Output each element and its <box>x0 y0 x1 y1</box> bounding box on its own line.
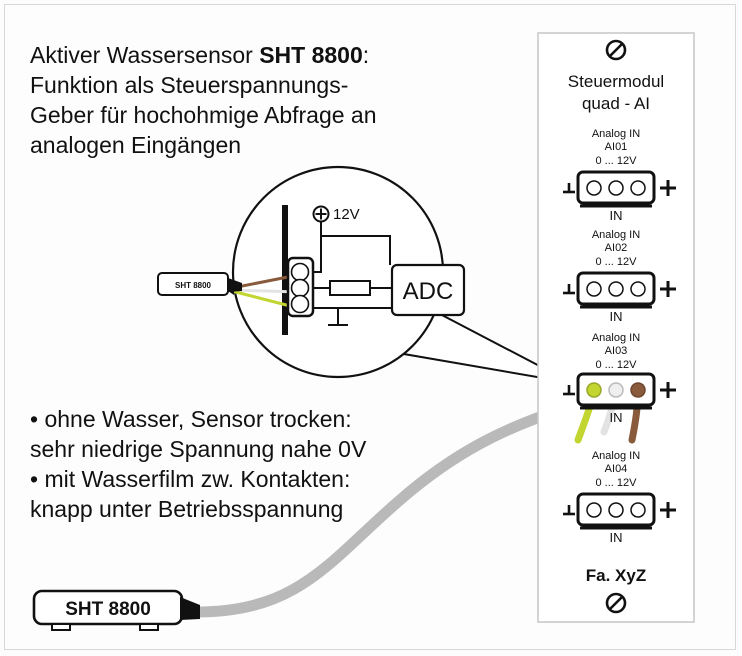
channel-range-label: 0 ... 12V <box>596 359 638 371</box>
headline-line-2: Funktion als Steuerspannungs- <box>30 72 349 98</box>
terminal-plus-symbol <box>660 502 676 518</box>
channel-range-label: 0 ... 12V <box>596 256 638 268</box>
terminal-contact-1[interactable] <box>586 281 602 297</box>
terminal-contact-3[interactable] <box>630 180 646 196</box>
channel-id-label: AI03 <box>605 345 628 357</box>
channel-ai02[interactable]: Analog IN AI02 0 ... 12V IN <box>563 229 676 324</box>
terminal-contact-2[interactable] <box>608 180 624 196</box>
detail-contact-middle <box>290 278 310 298</box>
terminal-contact-1[interactable] <box>586 382 602 398</box>
detail-contact-top <box>290 262 310 282</box>
adc-label: ADC <box>403 278 454 305</box>
terminal-contact-3[interactable] <box>630 281 646 297</box>
supply-voltage-label: 12V <box>333 206 360 223</box>
module-vendor-label: Fa. XyZ <box>586 566 646 585</box>
channel-kind-label: Analog IN <box>592 332 640 344</box>
headline-line-1: Aktiver Wassersensor SHT 8800: <box>30 40 500 70</box>
adc-block <box>390 263 466 317</box>
headline-text: Aktiver Wassersensor SHT 8800: Funktion … <box>30 40 500 160</box>
bullet-1-line-1: • ohne Wasser, Sensor trocken: <box>30 406 352 432</box>
channel-kind-label: Analog IN <box>592 450 640 462</box>
screw-bottom-icon <box>605 592 627 614</box>
bullet-text-block: • ohne Wasser, Sensor trocken: sehr nied… <box>30 404 480 524</box>
module-title-line-1: Steuermodul <box>568 72 664 91</box>
terminal-minus-symbol <box>563 183 575 194</box>
device-strain-relief <box>180 597 200 620</box>
terminal-minus-symbol <box>563 505 575 516</box>
channel-range-label: 0 ... 12V <box>596 477 638 489</box>
channel-range-label: 0 ... 12V <box>596 155 638 167</box>
resistor-symbol <box>329 280 371 296</box>
channel-kind-label: Analog IN <box>592 128 640 140</box>
device-foot-left <box>51 623 71 631</box>
channel-ai03[interactable]: Analog IN AI03 0 ... 12V IN <box>563 332 676 444</box>
terminal-plus-symbol <box>660 382 676 398</box>
detail-contact-bottom <box>290 294 310 314</box>
terminal-in-label: IN <box>610 208 623 223</box>
terminal-contact-2[interactable] <box>608 502 624 518</box>
channel-kind-label: Analog IN <box>592 229 640 241</box>
headline-product-name: SHT 8800 <box>259 42 363 68</box>
terminal-minus-symbol <box>563 385 575 396</box>
terminal-plus-symbol <box>660 281 676 297</box>
channel-id-label: AI02 <box>605 242 628 254</box>
channel-ai01[interactable]: Analog IN AI01 0 ... 12V IN <box>563 128 676 223</box>
terminal-contact-1[interactable] <box>586 502 602 518</box>
channel-id-label: AI04 <box>605 463 628 475</box>
device-label: SHT 8800 <box>65 599 151 620</box>
detail-sensor-label: SHT 8800 <box>175 281 212 290</box>
bullet-1-line-2: sehr niedrige Spannung nahe 0V <box>30 436 367 462</box>
terminal-contact-3[interactable] <box>630 382 646 398</box>
terminal-in-label: IN <box>610 530 623 545</box>
terminal-in-label: IN <box>610 410 623 425</box>
terminal-contact-3[interactable] <box>630 502 646 518</box>
terminal-minus-symbol <box>563 284 575 295</box>
sht-8800-device: SHT 8800 <box>32 589 200 631</box>
headline-line-1-prefix: Aktiver Wassersensor <box>30 42 260 68</box>
device-foot-right <box>139 623 159 631</box>
terminal-contact-2[interactable] <box>608 382 624 398</box>
wire-supply-rail-to-adc <box>321 235 391 265</box>
screw-top-icon <box>605 39 627 61</box>
sensor-cable <box>190 404 566 618</box>
headline-line-1-suffix: : <box>362 42 370 68</box>
terminal-plus-symbol <box>660 180 676 196</box>
detail-sensor-strain-relief <box>228 278 242 292</box>
detail-module-edge <box>282 205 288 335</box>
module-title-line-2: quad - AI <box>582 94 650 113</box>
channel-id-label: AI01 <box>605 141 628 153</box>
bullet-2-line-1: • mit Wasserfilm zw. Kontakten: <box>30 466 351 492</box>
terminal-contact-1[interactable] <box>586 180 602 196</box>
headline-line-4: analogen Eingängen <box>30 132 242 158</box>
terminal-in-label: IN <box>610 309 623 324</box>
bullet-2-line-2: knapp unter Betriebsspannung <box>30 496 344 522</box>
headline-line-3: Geber für hochohmige Abfrage an <box>30 102 377 128</box>
wire-supply-to-top-contact <box>313 222 322 273</box>
terminal-contact-2[interactable] <box>608 281 624 297</box>
channel-ai04[interactable]: Analog IN AI04 0 ... 12V IN <box>563 450 676 545</box>
